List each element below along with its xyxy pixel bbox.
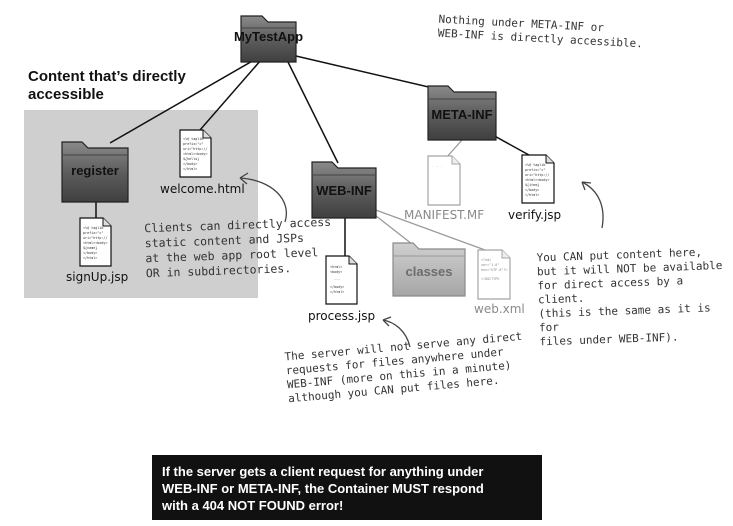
accessible-heading: Content that’s directly accessible (28, 68, 186, 103)
svg-text:${name}: ${name} (83, 246, 97, 250)
svg-text:prefix="c": prefix="c" (525, 168, 545, 172)
svg-text:prefix="c": prefix="c" (83, 231, 103, 235)
welcome-file-label: welcome.html (160, 182, 245, 196)
svg-text:</body>: </body> (330, 285, 344, 289)
svg-text:<html>: <html> (330, 265, 342, 269)
svg-text:</html>: </html> (83, 256, 97, 260)
process-file-icon[interactable]: <html> <body> ... </body> </html> (325, 255, 358, 305)
svg-text:<html><body>: <html><body> (183, 152, 208, 156)
svg-text:<%@ taglib: <%@ taglib (183, 137, 203, 141)
svg-text:<%@ taglib: <%@ taglib (83, 226, 103, 230)
svg-text:</body>: </body> (525, 188, 539, 192)
svg-text:</html>: </html> (330, 290, 344, 294)
mytestapp-folder-icon[interactable]: MyTestApp (234, 15, 303, 63)
svg-text:uri="http://: uri="http:// (183, 147, 208, 151)
svg-text:${item}: ${item} (525, 183, 539, 187)
clients-note: Clients can directly access static conte… (144, 214, 332, 281)
svg-text:<html><body>: <html><body> (525, 178, 550, 182)
webxml-file-label: web.xml (474, 302, 525, 316)
svg-text:uri="http://: uri="http:// (83, 236, 108, 240)
svg-text:prefix="c": prefix="c" (183, 142, 203, 146)
classes-folder-icon[interactable]: classes (392, 242, 466, 297)
mytestapp-label: MyTestApp (234, 29, 303, 44)
manifest-file-label: MANIFEST.MF (404, 208, 485, 222)
svg-text:<!DOCTYPE: <!DOCTYPE (481, 277, 499, 281)
svg-text:uri="http://: uri="http:// (525, 173, 550, 177)
register-label: register (71, 163, 119, 178)
signup-file-icon[interactable]: <%@ taglib prefix="c" uri="http:// <html… (79, 217, 112, 267)
svg-text:${hello}: ${hello} (183, 157, 199, 161)
bottom-notice: If the server gets a client request for … (152, 455, 542, 520)
register-folder-icon[interactable]: register (61, 141, 129, 203)
meta-inf-note: You CAN put content here, but it will NO… (536, 245, 723, 349)
svg-text:enc="UTF-8"?>: enc="UTF-8"?> (481, 268, 508, 272)
svg-text:<body>: <body> (330, 270, 342, 274)
svg-text:</body>: </body> (183, 162, 197, 166)
process-file-label: process.jsp (308, 309, 376, 323)
svg-text:. . .: . . . (432, 164, 442, 168)
svg-text:<?xml: <?xml (481, 258, 491, 262)
svg-text:</html>: </html> (183, 167, 197, 171)
svg-text:<html><body>: <html><body> (83, 241, 108, 245)
svg-text:</html>: </html> (525, 193, 539, 197)
verify-file-icon[interactable]: <%@ taglib prefix="c" uri="http:// <html… (521, 154, 555, 204)
classes-label: classes (406, 264, 453, 279)
verify-file-label: verify.jsp (508, 208, 562, 222)
webxml-file-icon[interactable]: <?xml ver="1.0" enc="UTF-8"?> <!DOCTYPE (477, 249, 511, 300)
meta-inf-label: META-INF (431, 107, 492, 122)
tree-connectors-grey (361, 139, 486, 251)
note-arrows (239, 172, 604, 348)
accessible-region (24, 110, 258, 298)
welcome-file-icon[interactable]: <%@ taglib prefix="c" uri="http:// <html… (179, 129, 212, 178)
web-inf-folder-icon[interactable]: WEB-INF (311, 161, 377, 219)
svg-text:<%@ taglib: <%@ taglib (525, 163, 545, 167)
svg-text:</body>: </body> (83, 251, 97, 255)
meta-inf-folder-icon[interactable]: META-INF (427, 85, 497, 141)
svg-text:...: ... (334, 277, 340, 281)
web-inf-label: WEB-INF (316, 183, 372, 198)
manifest-file-icon[interactable]: . . . (427, 155, 461, 206)
svg-text:ver="1.0": ver="1.0" (481, 263, 499, 267)
signup-file-label: signUp.jsp (66, 270, 129, 284)
